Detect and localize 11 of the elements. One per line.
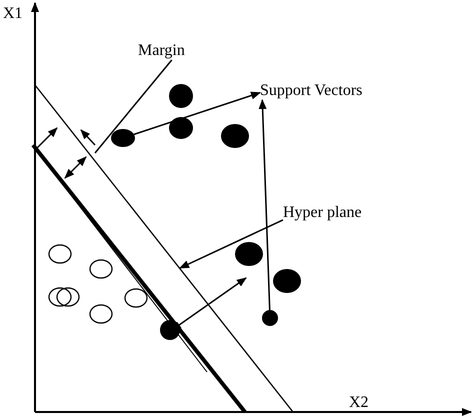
- axis-label: X2: [349, 394, 369, 412]
- arrow: [258, 99, 270, 310]
- callout-label: Margin: [138, 42, 185, 60]
- arrow: [179, 219, 284, 269]
- callout-label: Hyper plane: [283, 204, 362, 222]
- leader-line: [94, 60, 172, 154]
- axis-label: X1: [3, 5, 23, 23]
- callout-label: Support Vectors: [260, 82, 362, 100]
- data-point: [111, 129, 135, 147]
- arrow: [134, 92, 261, 136]
- data-point: [262, 310, 278, 326]
